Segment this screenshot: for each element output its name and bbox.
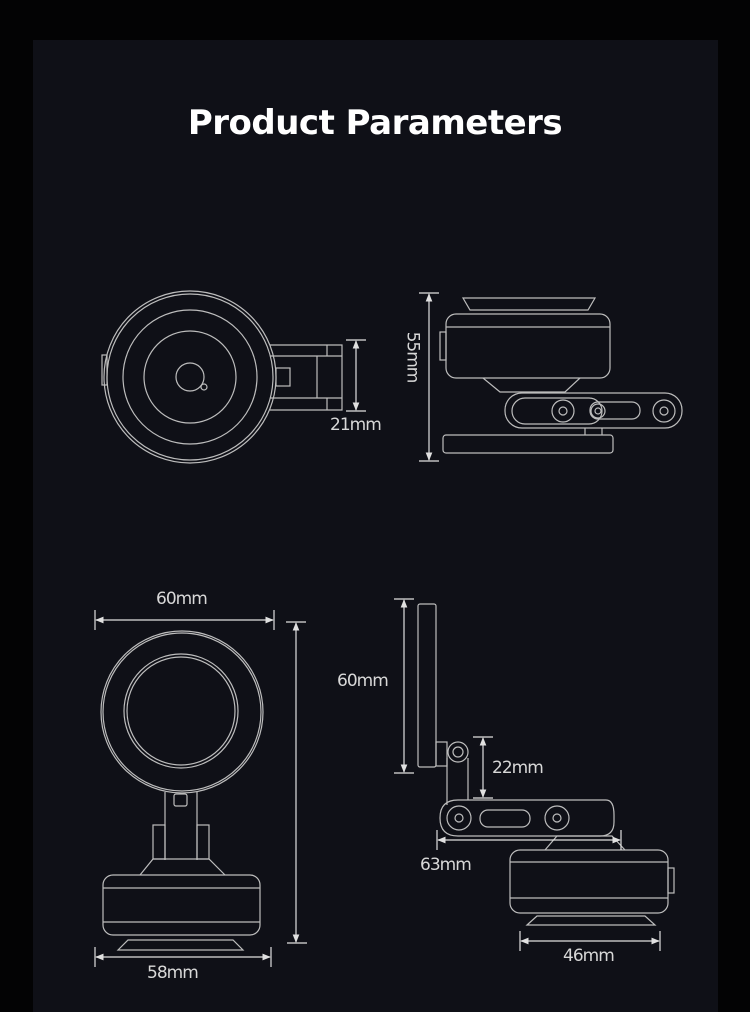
label-22mm: 22mm bbox=[492, 758, 544, 778]
dimension-total-height bbox=[286, 621, 307, 944]
label-63mm: 63mm bbox=[420, 855, 472, 875]
dimension-22mm bbox=[473, 736, 493, 799]
side-view-top-drawing bbox=[439, 297, 683, 454]
dimension-21mm bbox=[346, 339, 366, 412]
label-60mm-width: 60mm bbox=[156, 589, 208, 609]
top-view-drawing bbox=[101, 290, 343, 464]
page-title: Product Parameters bbox=[187, 103, 563, 143]
dimension-60mm-height bbox=[394, 598, 414, 774]
dimension-55mm bbox=[419, 292, 439, 462]
label-46mm: 46mm bbox=[563, 946, 615, 966]
front-view-drawing bbox=[100, 630, 264, 951]
dimension-46mm bbox=[519, 931, 661, 951]
label-21mm: 21mm bbox=[330, 415, 382, 435]
label-60mm-height: 60mm bbox=[337, 671, 389, 691]
dimension-58mm bbox=[94, 947, 272, 967]
label-58mm: 58mm bbox=[147, 963, 199, 983]
side-view-bottom-drawing bbox=[417, 603, 675, 926]
label-55mm: 55mm bbox=[402, 331, 423, 383]
dimension-63mm bbox=[436, 830, 622, 850]
dimension-60mm-width bbox=[94, 610, 275, 630]
